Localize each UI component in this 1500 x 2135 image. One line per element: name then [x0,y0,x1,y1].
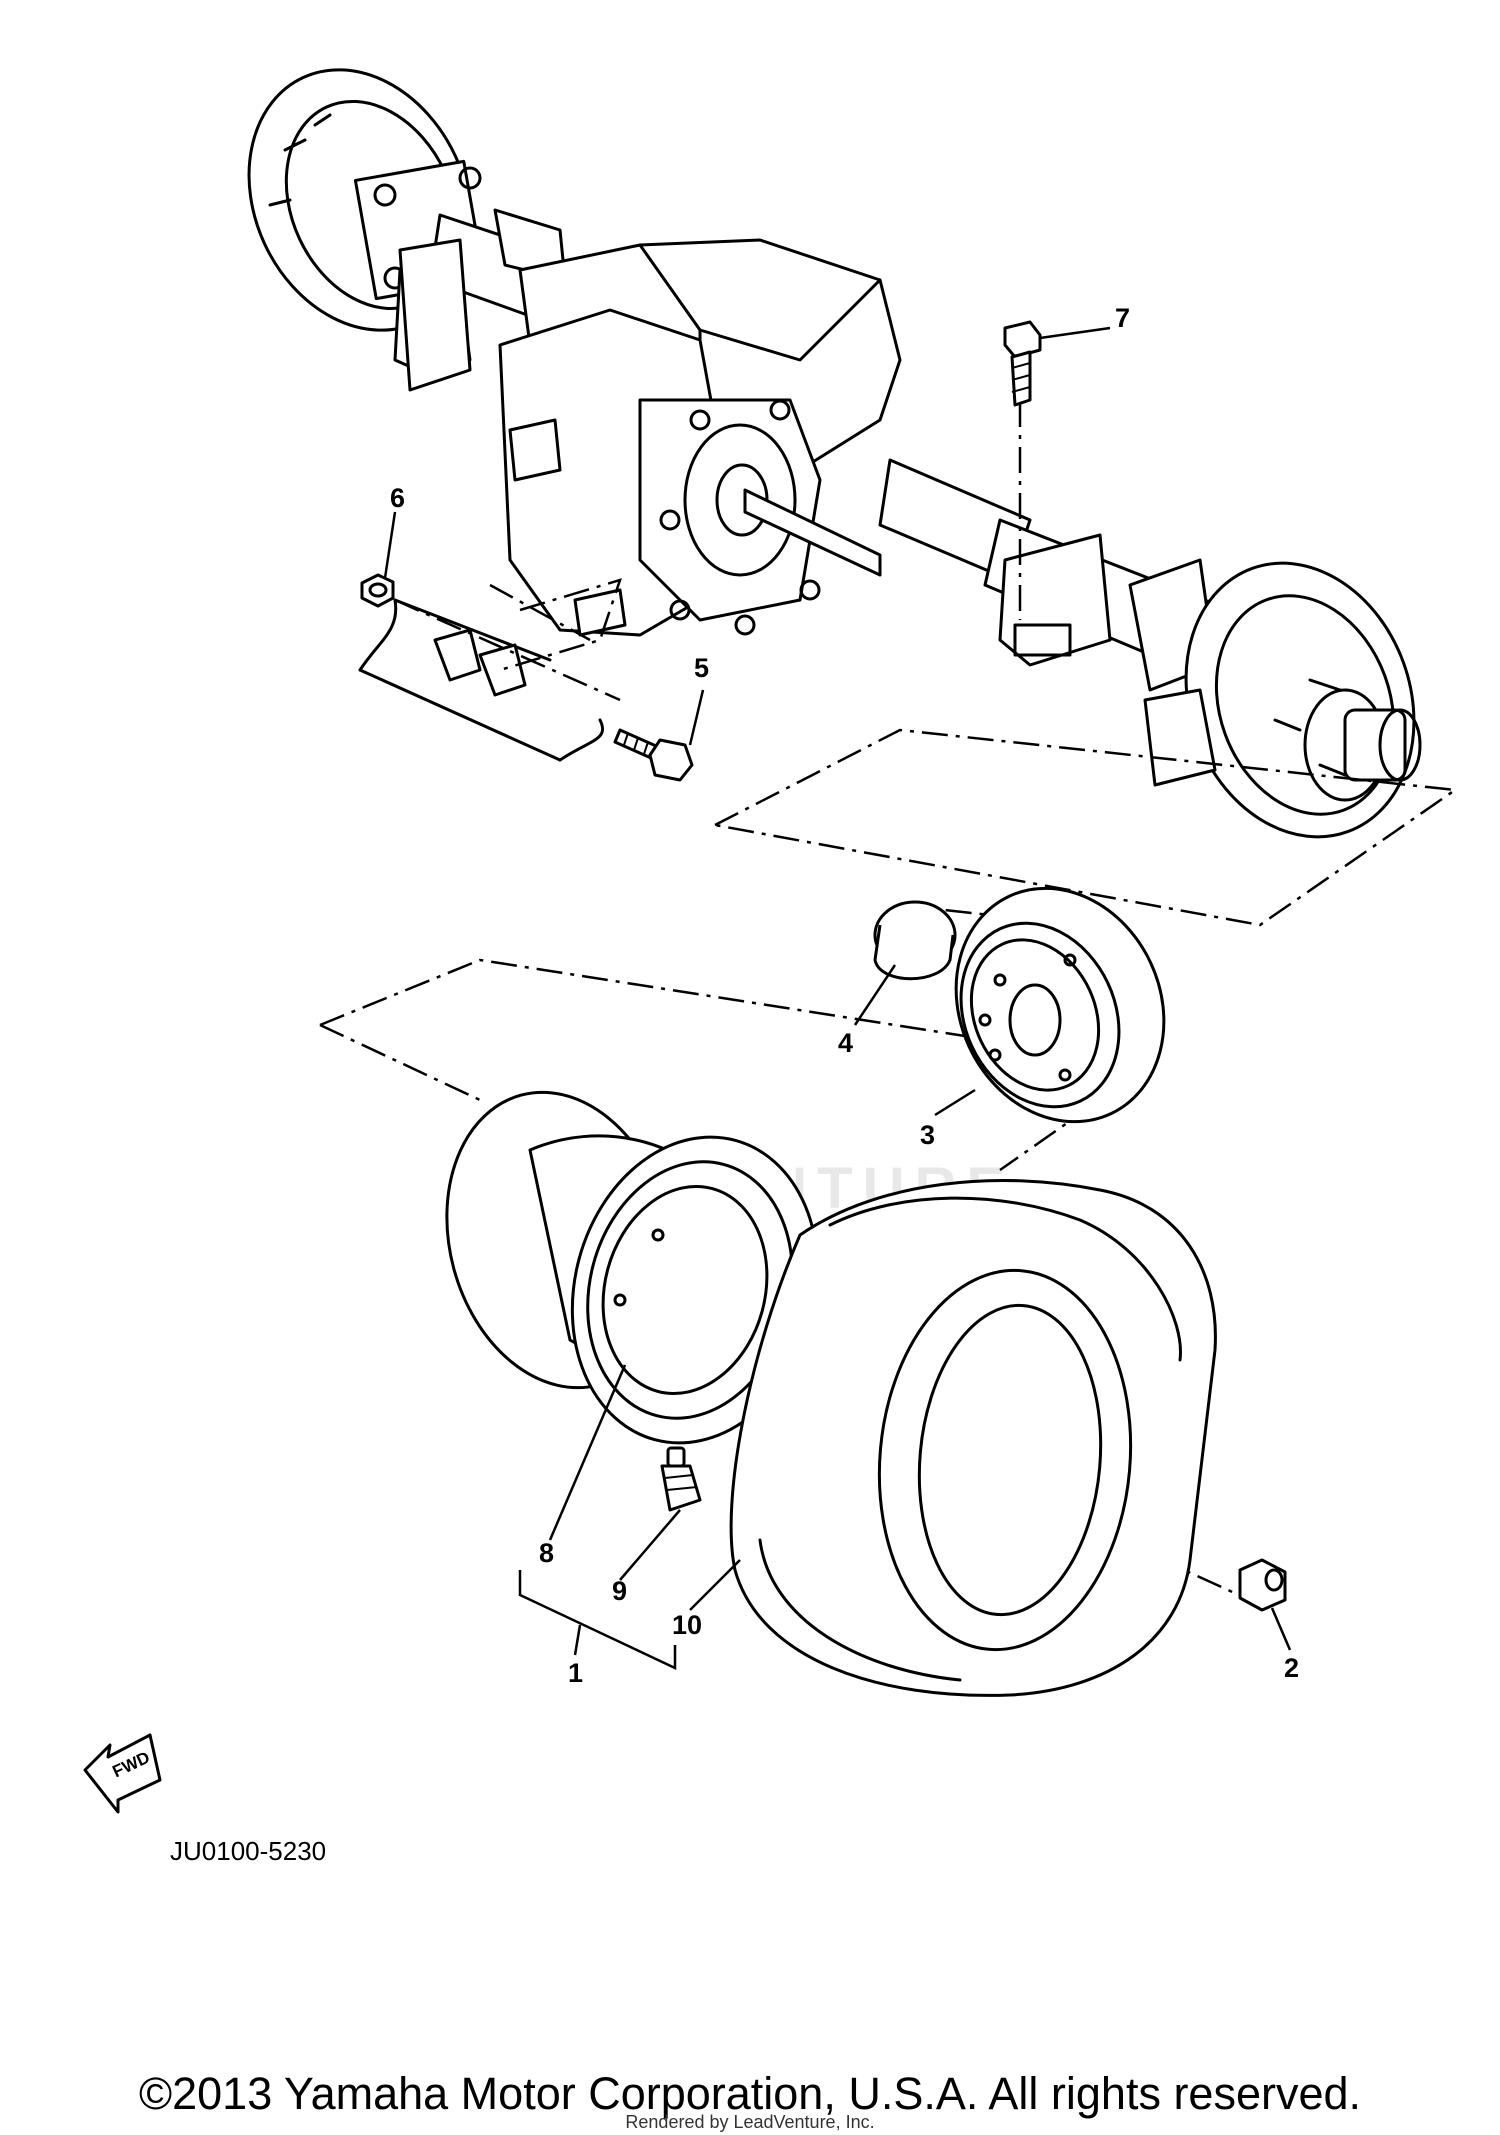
copyright-notice: ©2013 Yamaha Motor Corporation, U.S.A. A… [138,2068,1362,2119]
callout-7: 7 [1115,303,1131,333]
valve-9 [660,1446,702,1512]
lug-nut-2 [1238,1558,1287,1612]
tire-10 [729,1179,1217,1697]
callout-4: 4 [838,1028,854,1058]
callout-8: 8 [539,1538,555,1568]
hub-cap-4 [873,900,957,981]
bolt-7 [1003,320,1042,407]
callout-10: 10 [672,1610,703,1640]
bolt-5 [613,728,694,782]
frame-section [358,598,604,762]
callout-1: 1 [568,1658,584,1688]
callout-9: 9 [612,1576,628,1606]
callout-2: 2 [1284,1653,1300,1683]
diagram-code: JU0100-5230 [170,1836,327,1866]
rendered-by-notice: Rendered by LeadVenture, Inc. [625,2112,875,2132]
brake-drum-3 [954,886,1166,1124]
callout-3: 3 [920,1120,936,1150]
callout-5: 5 [694,653,710,683]
callout-6: 6 [390,483,406,513]
nut-6 [360,573,395,608]
fwd-arrow-icon [83,1733,162,1814]
leader-lines [383,326,1292,1670]
rear-axle-assembly [247,68,1422,839]
